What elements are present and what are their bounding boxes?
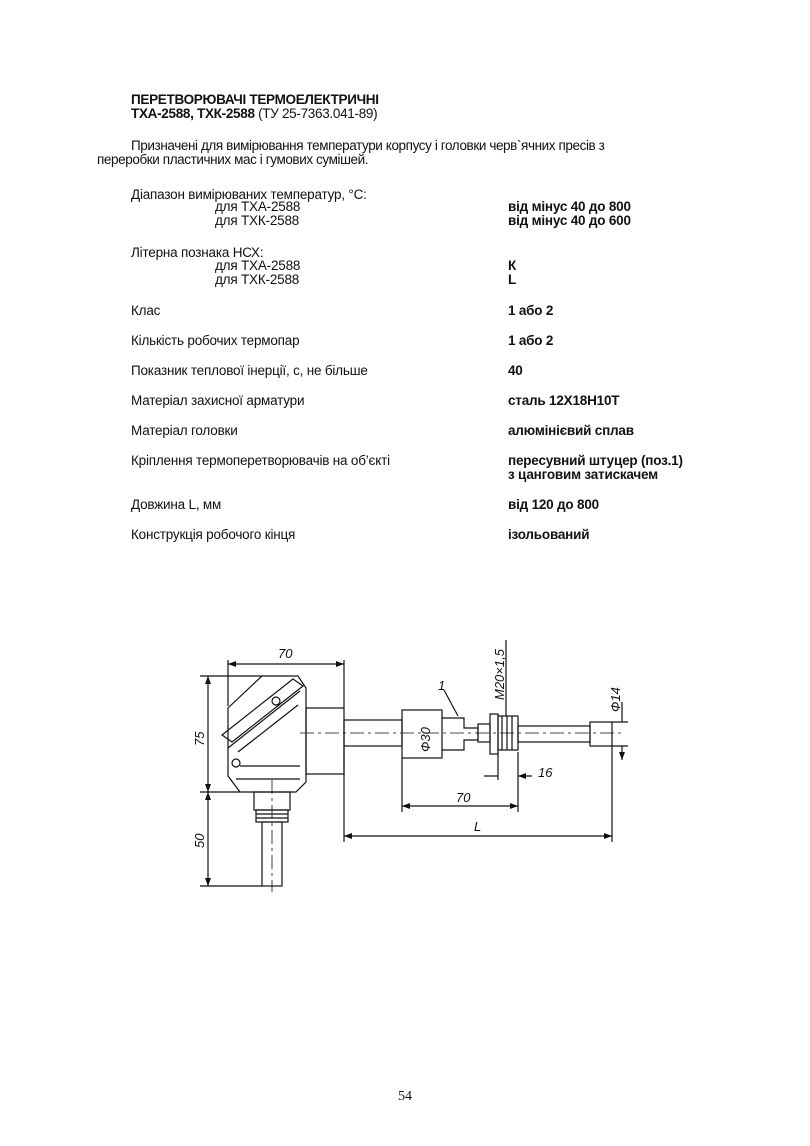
sheath-tube	[517, 725, 591, 743]
page-number: 54	[398, 1089, 412, 1104]
spec-class-value: 1 або 2	[508, 303, 554, 318]
spec-nsh-label: Літерна познака НСХ:	[131, 245, 264, 260]
spec-thermocouples-label: Кількість робочих термопар	[131, 333, 300, 348]
spec-temp-range-value-2: від мінус 40 до 600	[508, 213, 631, 228]
dim-label-d30: Ф30	[418, 726, 433, 752]
tip	[589, 721, 613, 747]
dim-label-thread: М20×1,5	[492, 648, 507, 700]
title-line-1: ПЕРЕТВОРЮВАЧІ ТЕРМОЕЛЕКТРИЧНІ	[131, 92, 379, 107]
dim-label-L: L	[474, 819, 481, 834]
spec-nsh-sub-1: для ТХА-2588	[215, 258, 301, 273]
head-neck	[305, 707, 345, 775]
spec-inertia-value: 40	[508, 363, 523, 378]
title-models: ТХА-2588, ТХК-2588	[131, 106, 255, 121]
dim-label-top-70: 70	[278, 646, 293, 661]
title-standard: (ТУ 25-7363.041-89)	[258, 106, 378, 121]
title-line-2: ТХА-2588, ТХК-2588 (ТУ 25-7363.041-89)	[131, 107, 379, 121]
spec-temp-range-sub-1: для ТХА-2588	[215, 199, 301, 214]
nut	[489, 713, 499, 755]
spec-nsh-sub-2: для ТХК-2588	[215, 272, 300, 287]
spec-temp-range-sub-2: для ТХК-2588	[215, 213, 300, 228]
spec-mounting-value-1: пересувний штуцер (поз.1)	[508, 453, 683, 468]
spec-head-value: алюмінієвий сплав	[508, 423, 634, 438]
spec-temp-range-value-1: від мінус 40 до 800	[508, 199, 631, 214]
intro-paragraph: Призначені для вимірювання температури к…	[97, 139, 737, 167]
dim-label-75: 75	[192, 731, 207, 746]
spec-length-value: від 120 до 800	[508, 497, 599, 512]
dim-label-50: 50	[192, 833, 207, 848]
spec-head-label: Матеріал головки	[131, 423, 238, 438]
spec-armature-label: Матеріал захисної арматури	[131, 393, 305, 408]
spec-inertia-label: Показник теплової інерції, с, не більше	[131, 363, 368, 378]
spec-junction-label: Конструкція робочого кінця	[131, 527, 296, 542]
dim-label-pos1: 1	[438, 678, 445, 693]
document-title: ПЕРЕТВОРЮВАЧІ ТЕРМОЕЛЕКТРИЧНІ ТХА-2588, …	[131, 93, 379, 121]
fitting-body	[401, 709, 443, 759]
spec-mounting-label: Кріплення термоперетворювачів на об’єкті	[131, 453, 390, 468]
spec-class-label: Клас	[131, 303, 161, 318]
spec-temp-range-label: Діапазон вимірюваних температур, °С:	[131, 187, 367, 202]
head-lid	[220, 678, 305, 743]
intro-line-1: Призначені для вимірювання температури к…	[131, 138, 605, 153]
spec-nsh-value-2: L	[508, 272, 517, 287]
spec-length-label: Довжина L, мм	[131, 497, 222, 512]
spec-armature-value: сталь 12Х18Н10Т	[508, 393, 620, 408]
spec-junction-value: ізольований	[508, 527, 590, 542]
dim-label-d14: Ф14	[608, 687, 623, 712]
spec-thermocouples-value: 1 або 2	[508, 333, 554, 348]
dim-label-16: 16	[538, 765, 553, 780]
spec-mounting-value-2: з цанговим затискачем	[508, 467, 658, 482]
spec-nsh-value-1: К	[508, 258, 517, 273]
dim-label-70: 70	[456, 790, 471, 805]
intro-line-2: переробки пластичних мас і гумових суміш…	[97, 152, 369, 167]
